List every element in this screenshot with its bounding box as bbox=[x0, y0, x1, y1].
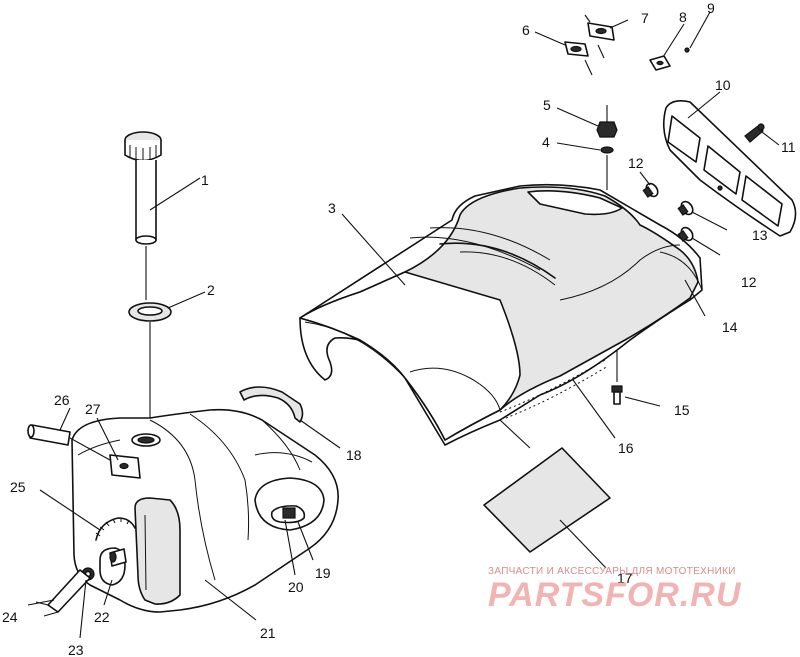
part-screw bbox=[744, 123, 765, 143]
callout-19: 19 bbox=[315, 565, 331, 581]
part-gasket-ring bbox=[128, 302, 172, 430]
callout-17: 17 bbox=[617, 570, 633, 586]
callout-9: 9 bbox=[707, 0, 715, 16]
part-taillight-panel bbox=[662, 100, 797, 237]
part-clip-right bbox=[584, 14, 615, 59]
callout-11: 11 bbox=[781, 139, 796, 155]
part-gauge-ring bbox=[95, 517, 136, 541]
callout-7: 7 bbox=[641, 10, 649, 26]
callout-14: 14 bbox=[722, 319, 738, 335]
part-bulb-middle bbox=[677, 200, 694, 216]
callout-25: 25 bbox=[10, 479, 26, 495]
part-filler-neck bbox=[124, 131, 162, 300]
callout-10: 10 bbox=[715, 77, 731, 93]
part-tank-grommet bbox=[270, 505, 306, 524]
part-fuel-fitting bbox=[99, 547, 127, 586]
part-vent-hose bbox=[27, 424, 111, 461]
watermark-logo: PARTSFOR.RU bbox=[488, 576, 742, 614]
callout-15: 15 bbox=[674, 402, 690, 418]
callout-13: 13 bbox=[752, 227, 768, 243]
callout-4: 4 bbox=[542, 134, 550, 150]
callout-12-lower: 12 bbox=[741, 274, 757, 290]
callout-26: 26 bbox=[54, 392, 70, 408]
leader-lines bbox=[27, 11, 780, 639]
callout-24: 24 bbox=[2, 609, 18, 625]
callout-8: 8 bbox=[679, 9, 687, 25]
part-tank-strap bbox=[239, 386, 304, 423]
part-washer bbox=[600, 146, 614, 154]
callout-5: 5 bbox=[543, 97, 551, 113]
part-small-plate bbox=[649, 55, 671, 71]
part-bulb-upper bbox=[642, 182, 659, 198]
part-fuel-line bbox=[35, 569, 91, 617]
callout-6: 6 bbox=[522, 22, 530, 38]
callout-20: 20 bbox=[288, 579, 304, 595]
callout-18: 18 bbox=[346, 447, 362, 463]
callout-12-upper: 12 bbox=[628, 155, 644, 171]
part-foam-pad bbox=[483, 419, 611, 553]
callout-1: 1 bbox=[201, 172, 209, 188]
part-seat bbox=[299, 183, 703, 446]
part-mount-bolt bbox=[611, 350, 623, 405]
callout-3: 3 bbox=[328, 200, 336, 216]
callout-2: 2 bbox=[207, 282, 215, 298]
part-clip-left bbox=[564, 41, 593, 76]
watermark-caption: ЗАПЧАСТИ И АКСЕССУАРЫ ДЛЯ МОТОТЕХНИКИ bbox=[488, 566, 736, 577]
callout-23: 23 bbox=[68, 642, 84, 657]
callout-21: 21 bbox=[260, 625, 276, 641]
watermark: ЗАПЧАСТИ И АКСЕССУАРЫ ДЛЯ МОТОТЕХНИКИ PA… bbox=[488, 566, 742, 614]
callout-16: 16 bbox=[618, 440, 634, 456]
part-nut bbox=[596, 105, 618, 190]
callout-22: 22 bbox=[94, 609, 110, 625]
part-rivet bbox=[684, 47, 690, 53]
part-bulb-lower bbox=[677, 226, 694, 242]
part-label-plate bbox=[109, 454, 141, 479]
callout-27: 27 bbox=[85, 401, 101, 417]
